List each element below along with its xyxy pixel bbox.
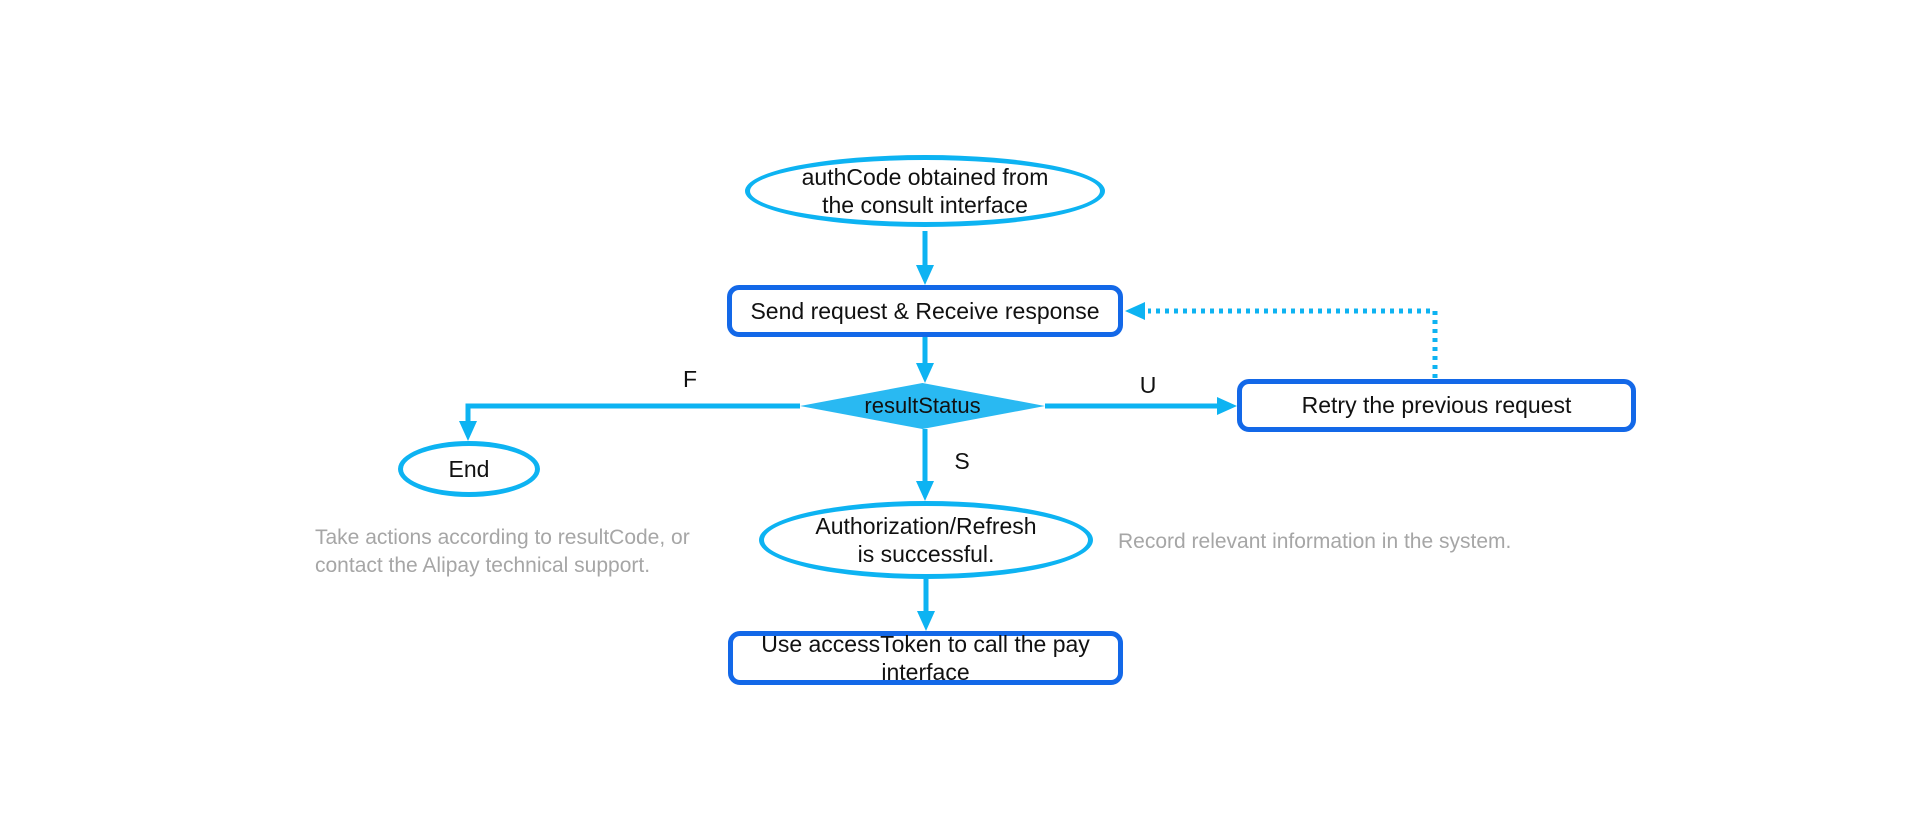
arrowhead-retry-to-send xyxy=(1125,302,1145,320)
retry-label: Retry the previous request xyxy=(1301,392,1572,419)
note-result-code-line2: contact the Alipay technical support. xyxy=(315,554,651,577)
end-label: End xyxy=(448,455,490,482)
success-ellipse: Authorization/Refresh is successful. xyxy=(759,501,1093,579)
note-result-code-line1: Take actions according to resultCode, or xyxy=(315,526,690,549)
send-request-rect: Send request & Receive response xyxy=(727,285,1123,337)
branch-label-fail: F xyxy=(682,366,698,392)
edge-decision-to-end xyxy=(465,403,800,422)
branch-label-unknown: U xyxy=(1139,372,1157,398)
result-status-label: resultStatus xyxy=(864,392,981,418)
pay-label: Use accessToken to call the pay interfac… xyxy=(761,630,1090,685)
note-record-info: Record relevant information in the syste… xyxy=(1118,530,1512,553)
success-line1: Authorization/Refresh xyxy=(815,512,1037,539)
success-line2: is successful. xyxy=(857,541,995,567)
start-ellipse-line1: authCode obtained from xyxy=(801,163,1049,190)
start-ellipse: authCode obtained from the consult inter… xyxy=(745,155,1105,227)
arrowhead-decision-to-retry xyxy=(1217,397,1237,415)
pay-rect: Use accessToken to call the pay interfac… xyxy=(728,631,1123,685)
branch-label-success: S xyxy=(954,448,970,474)
note-result-code: Take actions according to resultCode, or… xyxy=(315,524,795,580)
arrowhead-success-to-pay xyxy=(917,611,935,631)
edge-retry-to-send-dotted xyxy=(1148,308,1438,378)
start-ellipse-line2: the consult interface xyxy=(822,192,1028,218)
retry-rect: Retry the previous request xyxy=(1237,379,1636,432)
arrowhead-send-to-decision xyxy=(916,363,934,383)
arrowhead-decision-to-success xyxy=(916,481,934,501)
arrowhead-start-to-send xyxy=(916,265,934,285)
end-ellipse: End xyxy=(398,441,540,497)
send-request-label: Send request & Receive response xyxy=(750,297,1100,324)
arrowhead-decision-to-end xyxy=(459,421,477,441)
